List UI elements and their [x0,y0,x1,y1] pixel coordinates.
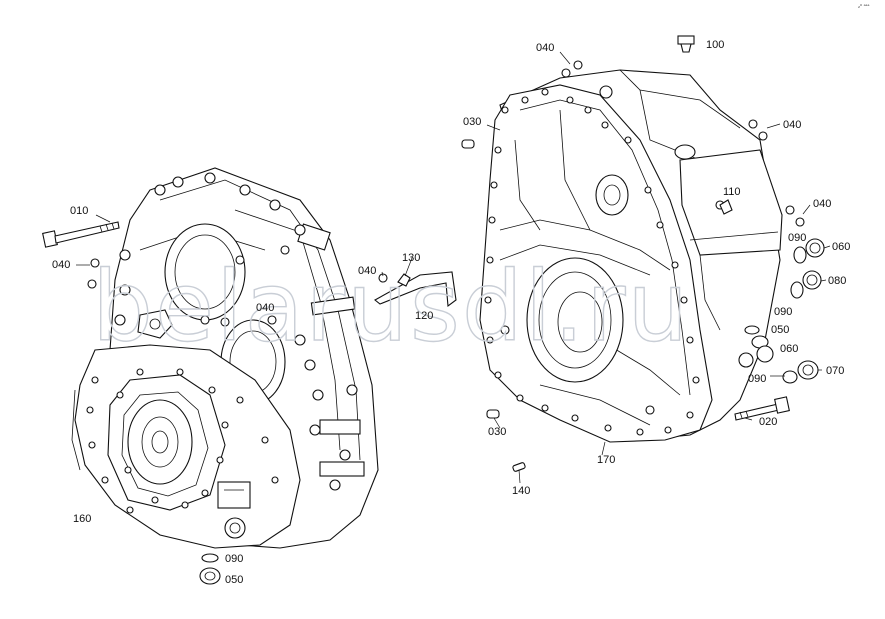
bolt-020 [734,396,790,421]
callout-110: 110 [723,186,741,198]
callout-040: 040 [358,265,376,277]
callout-090: 090 [788,232,806,244]
corner-mark: ₂⁰ ᵃᵃᵃ [858,4,870,10]
callout-030: 030 [488,426,506,438]
callout-040: 040 [256,302,274,314]
callout-010: 010 [70,205,88,217]
callout-020: 020 [759,416,777,428]
plug-100 [677,35,695,53]
callout-120: 120 [415,310,433,322]
callout-070: 070 [826,365,844,377]
callout-140: 140 [512,485,530,497]
callout-030: 030 [463,116,481,128]
leader-lines [76,51,831,484]
callout-040: 040 [52,259,70,271]
callout-170: 170 [597,454,615,466]
bottom-fittings [199,553,221,585]
callout-040: 040 [813,198,831,210]
callout-040: 040 [536,42,554,54]
dowel-pins [461,139,500,419]
callout-160: 160 [73,513,91,525]
callout-050: 050 [225,574,243,586]
callout-130: 130 [402,252,420,264]
callout-040: 040 [783,119,801,131]
callout-090: 090 [748,373,766,385]
callout-090: 090 [225,553,243,565]
watermark: belarusdl.ru [92,251,690,363]
plugs-040 [87,60,805,325]
bolt-010 [42,221,120,248]
callout-090: 090 [774,306,792,318]
callout-080: 080 [828,275,846,287]
pin-140 [512,462,526,472]
callout-100: 100 [706,39,724,51]
callout-labels: 100 040 030 040 110 040 090 060 080 090 … [52,39,850,586]
callout-050: 050 [771,324,789,336]
front-housing-160 [71,167,379,549]
rear-housing-170 [479,69,783,443]
callout-060: 060 [780,343,798,355]
bracket-120-130 [374,271,457,308]
callout-060: 060 [832,241,850,253]
